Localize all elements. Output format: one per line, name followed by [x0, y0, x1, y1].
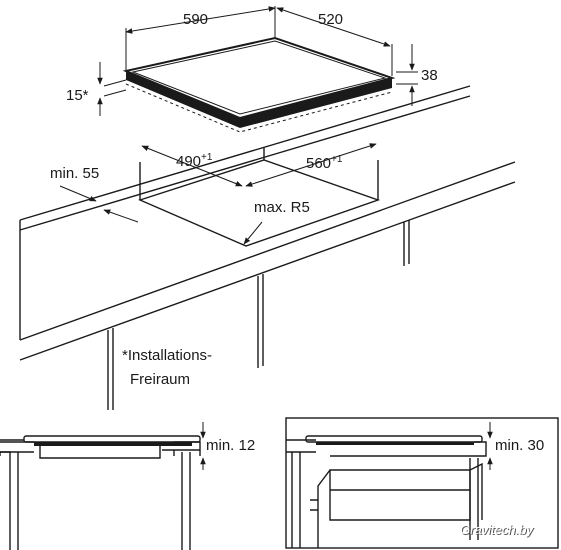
min30-label: min. 30: [495, 437, 544, 454]
dim-560-label: 560+1: [306, 154, 343, 172]
section-right: min. 30 Gravitech.by Gravitech.by: [285, 417, 559, 549]
section-right-hob: [305, 435, 483, 443]
dim-590-label: 590: [183, 11, 208, 28]
dim-520-line: [276, 7, 391, 47]
section-right-oven: [329, 469, 471, 521]
dim-490-line: [141, 145, 243, 187]
dim-38-label: 38: [421, 67, 438, 84]
section-right-frame: [285, 417, 559, 549]
section-left: min. 12: [0, 422, 255, 550]
hob-underside: [126, 71, 392, 128]
watermark: Gravitech.by: [460, 522, 534, 537]
worktop-front-edge-bottom: [19, 181, 516, 361]
dim-490-label: 490+1: [176, 152, 213, 170]
dim-15-label: 15*: [66, 87, 89, 104]
dim-520-label: 520: [318, 11, 343, 28]
min12-label: min. 12: [206, 437, 255, 454]
dim-55-arrow-right: [103, 209, 139, 223]
hob-drawing: 590 520 38 15*: [66, 6, 438, 133]
hob-top-glass: [122, 36, 396, 120]
hob-top-inner-edge: [131, 40, 387, 115]
dim-560-line: [245, 143, 377, 187]
dim-55-arrow-left: [59, 185, 97, 202]
worktop-drawing: 490+1 560+1 min. 55 max. R5 *Installatio…: [19, 85, 516, 410]
svg-text:Gravitech.by: Gravitech.by: [461, 523, 535, 538]
dim-55-label: min. 55: [50, 165, 99, 182]
hob-dashed-edge: [125, 83, 393, 133]
footnote-line-1: *Installations-: [122, 347, 212, 364]
footnote-line-2: Freiraum: [130, 371, 190, 388]
section-left-hob: [23, 435, 201, 443]
radius-label: max. R5: [254, 199, 310, 216]
dim-590-line: [125, 6, 276, 34]
worktop-front-edge-top: [19, 161, 516, 341]
radius-pointer: [243, 221, 263, 245]
